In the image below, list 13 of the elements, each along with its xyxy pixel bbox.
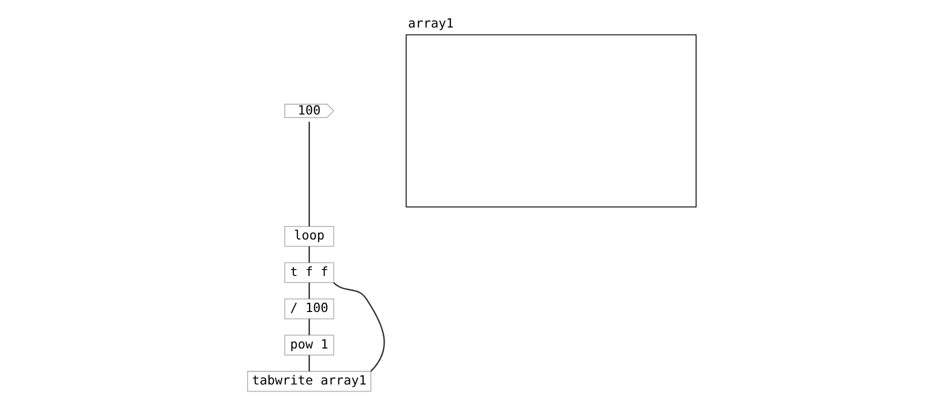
node-label: array1	[408, 16, 454, 31]
connector	[308, 282, 310, 299]
connector	[308, 246, 310, 263]
node-box: pow 1	[284, 334, 334, 356]
connector	[308, 122, 310, 226]
connector	[332, 282, 384, 372]
node-box	[405, 34, 696, 208]
connector	[308, 355, 310, 372]
node-box: loop	[284, 226, 334, 247]
node-box: / 100	[284, 298, 334, 320]
connector	[308, 318, 310, 336]
node-box: t f f	[284, 262, 334, 284]
node-box: tabwrite array1	[246, 370, 371, 392]
